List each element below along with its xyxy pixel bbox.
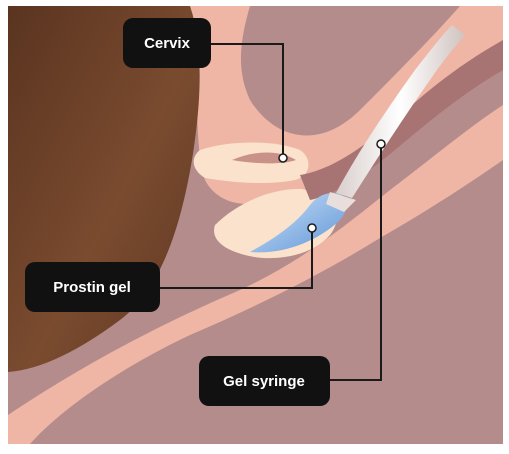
prostin-gel-label-text: Prostin gel bbox=[53, 279, 131, 296]
gel-syringe-label: Gel syringe bbox=[199, 356, 330, 406]
prostin-gel-label: Prostin gel bbox=[25, 262, 160, 312]
gel-syringe-label-text: Gel syringe bbox=[223, 373, 305, 390]
cervix-pointer-dot bbox=[279, 154, 287, 162]
cervix-label: Cervix bbox=[123, 18, 211, 68]
gel-syringe-pointer-dot bbox=[377, 140, 385, 148]
cervix-label-text: Cervix bbox=[144, 35, 191, 52]
prostin-gel-pointer-dot bbox=[308, 224, 316, 232]
cervix-lip bbox=[194, 143, 309, 184]
